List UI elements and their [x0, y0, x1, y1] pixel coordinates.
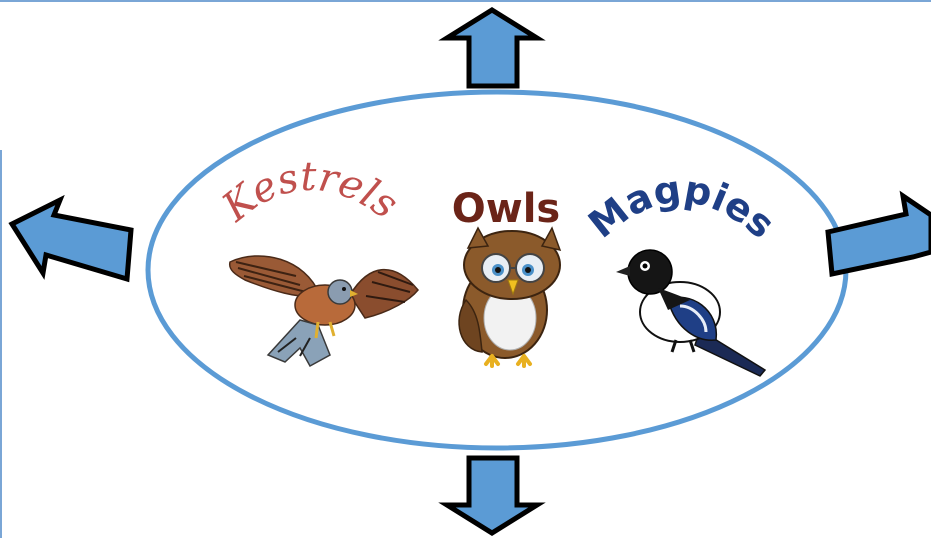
left-border-line — [0, 150, 2, 538]
top-border-line — [0, 0, 931, 2]
magpie-illustration — [616, 249, 767, 377]
owl-illustration — [458, 226, 562, 368]
arrow-left — [8, 194, 134, 283]
arrow-up — [438, 7, 546, 89]
arrow-right — [825, 190, 931, 278]
owls-title: Owls — [452, 186, 560, 232]
arrow-down — [438, 455, 546, 536]
kestrel-illustration — [228, 255, 419, 368]
